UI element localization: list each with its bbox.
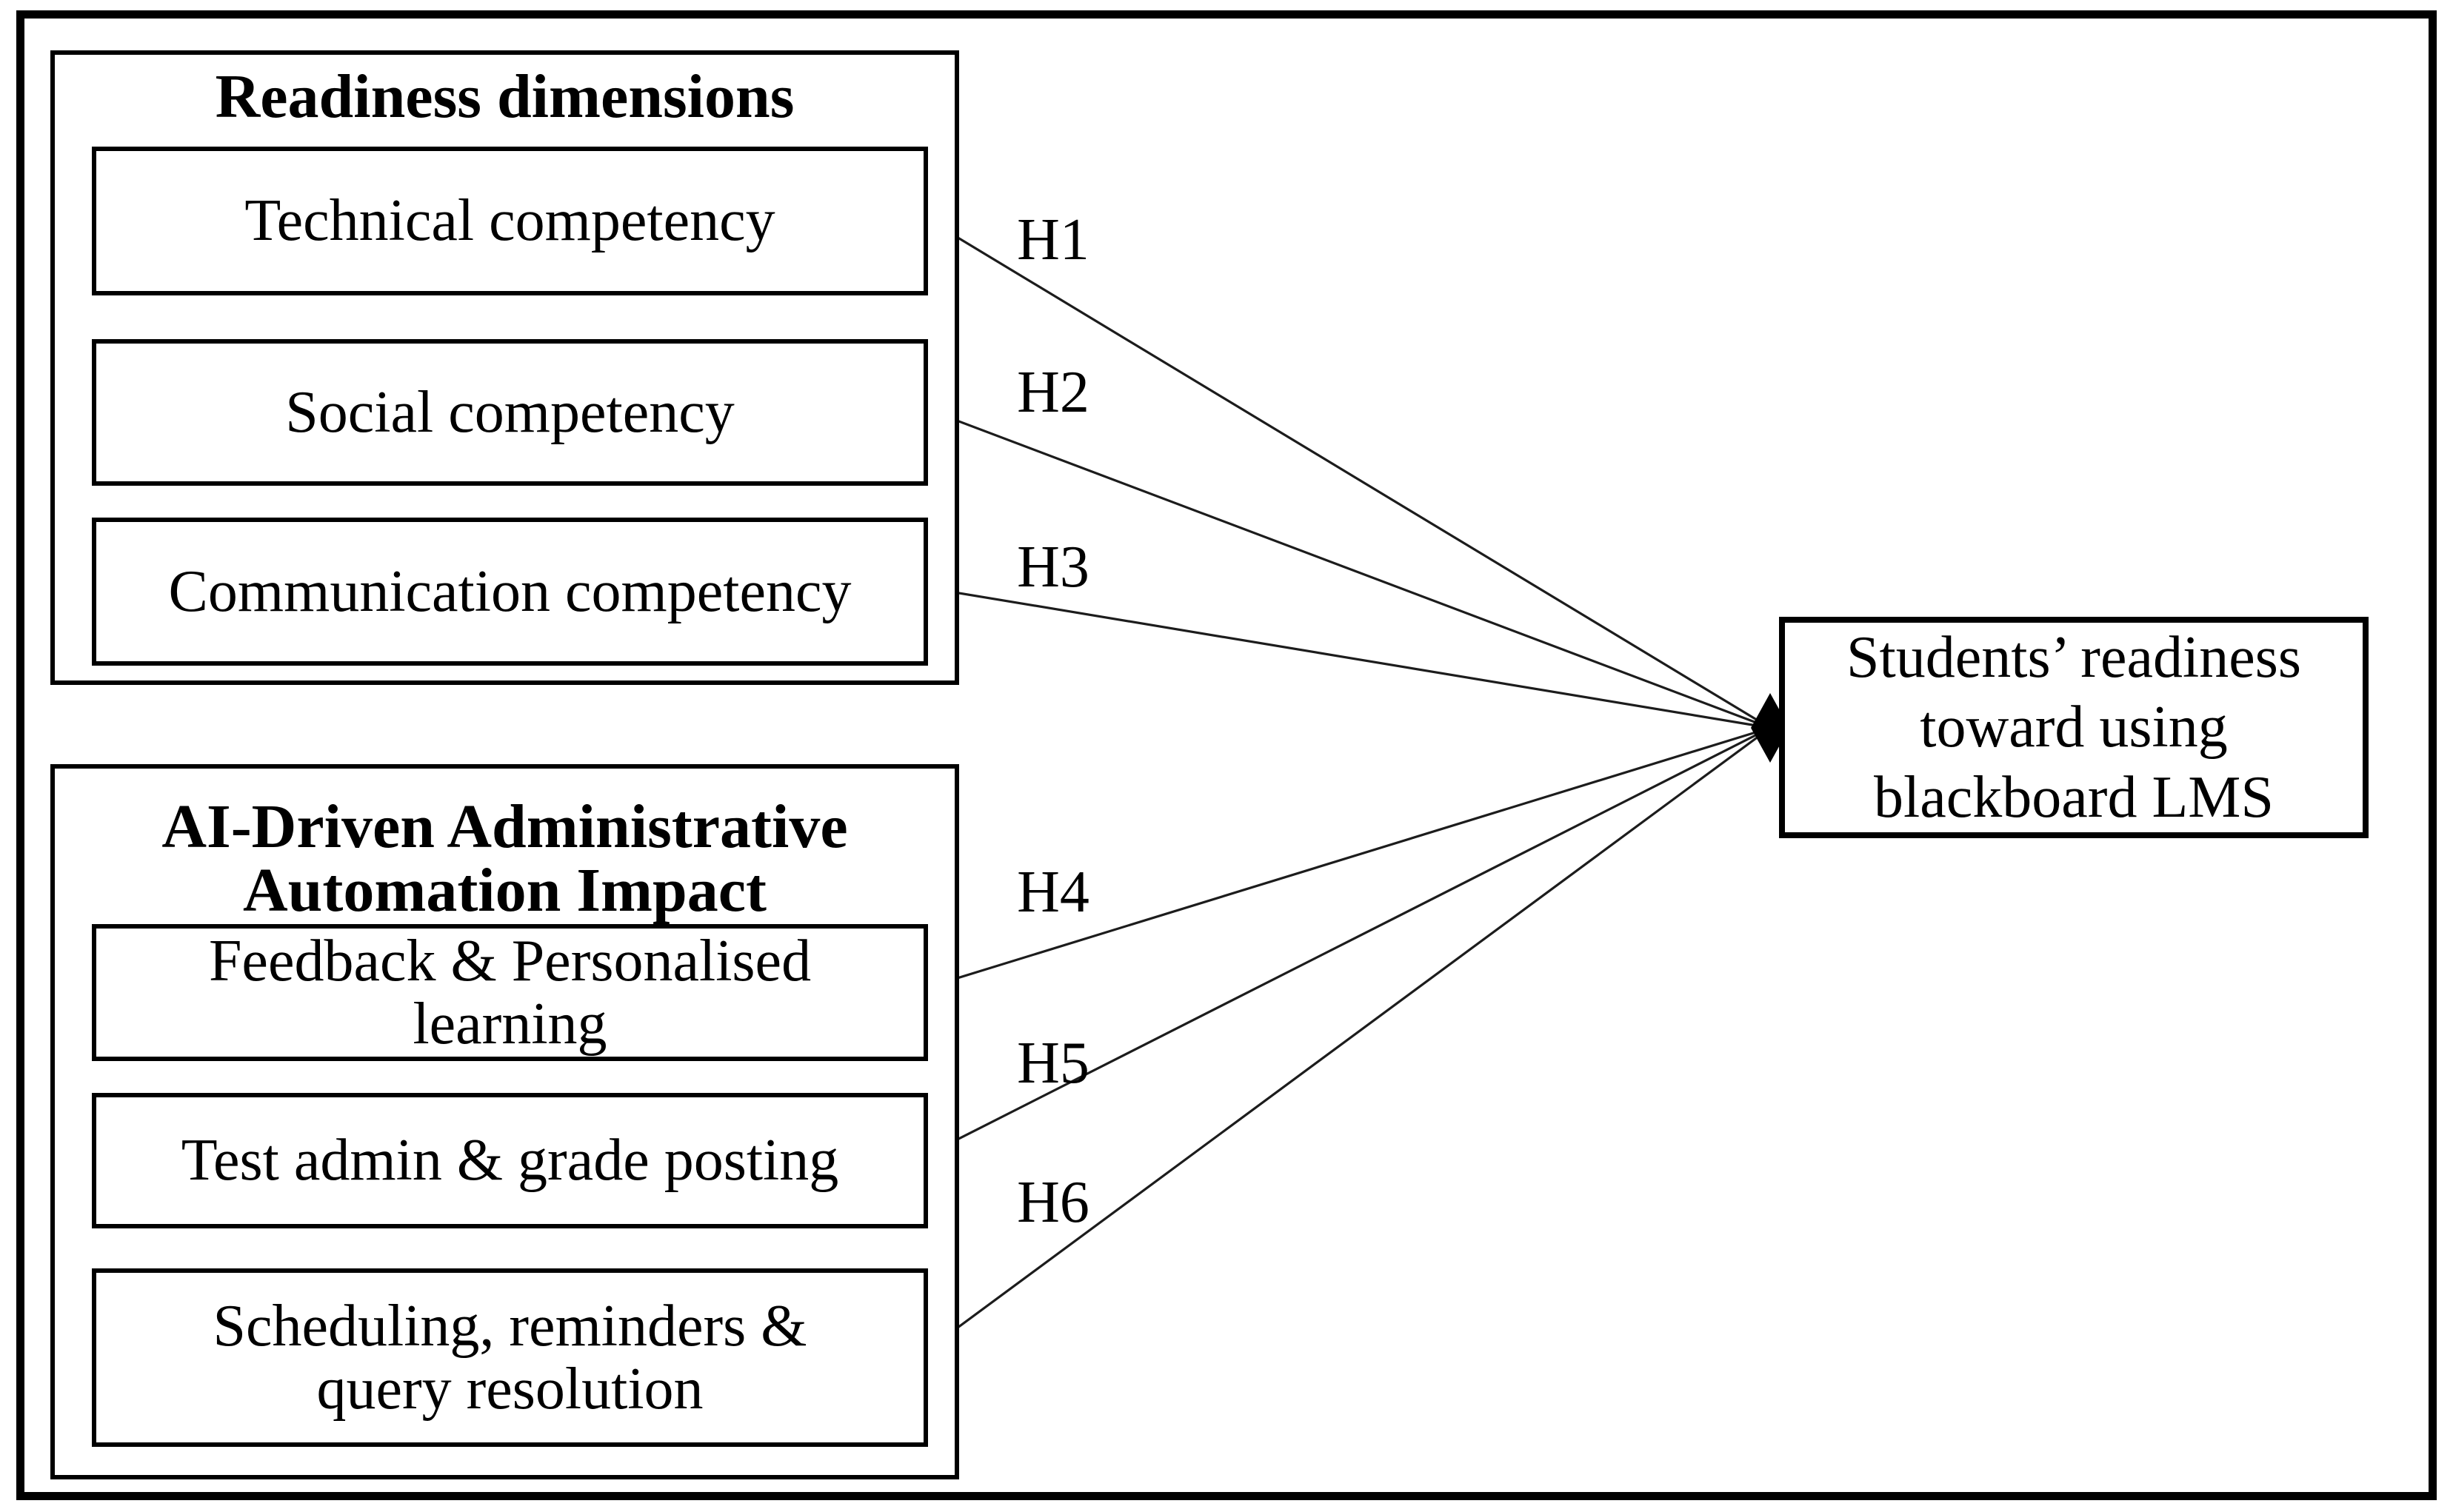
hypothesis-label-h4: H4 [1017,860,1089,925]
communication-competency-box: Communication competency [92,518,928,666]
hypothesis-label-h1: H1 [1017,207,1089,272]
hypothesis-label-h3: H3 [1017,535,1089,600]
hypothesis-label-h6: H6 [1017,1170,1089,1235]
social-competency-box: Social competency [92,339,928,486]
group-ai-title: AI-Driven Administrative Automation Impa… [161,792,848,925]
scheduling-reminders-query-box: Scheduling, reminders & query resolution [92,1268,928,1447]
group-readiness-title: Readiness dimensions [215,62,795,131]
students-readiness-outcome-box: Students’ readiness toward using blackbo… [1779,617,2369,838]
hypothesis-label-h5: H5 [1017,1031,1089,1096]
technical-competency-box: Technical competency [92,147,928,295]
group-ai-automation-impact: AI-Driven Administrative Automation Impa… [50,764,959,1479]
feedback-personalised-learning-box: Feedback & Personalised learning [92,924,928,1061]
test-admin-grade-posting-box: Test admin & grade posting [92,1093,928,1228]
hypothesis-label-h2: H2 [1017,360,1089,425]
group-readiness-dimensions: Readiness dimensions Technical competenc… [50,50,959,685]
